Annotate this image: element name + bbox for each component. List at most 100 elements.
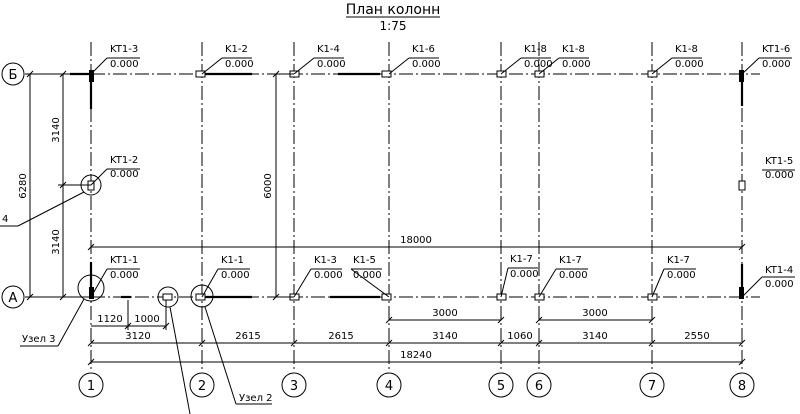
mark-kt1-3: KT1-3 0.000: [90, 44, 140, 75]
svg-text:0.000: 0.000: [317, 59, 346, 70]
dim-18000-group: 18000: [87, 235, 746, 251]
svg-text:3: 3: [290, 379, 298, 394]
svg-text:KT1-1: KT1-1: [110, 255, 138, 266]
svg-text:0.000: 0.000: [412, 59, 441, 70]
svg-text:0.000: 0.000: [562, 59, 591, 70]
mark-k1-6: K1-6 0.000: [388, 44, 441, 75]
dim-1120: 1120: [97, 314, 122, 325]
dim-bottom-2: 2615: [235, 331, 260, 342]
dim-bottom-1: 3120: [125, 331, 150, 342]
mark-k1-1: K1-1 0.000: [201, 255, 250, 298]
svg-text:K1-8: K1-8: [675, 44, 698, 55]
svg-text:K1-2: K1-2: [225, 44, 248, 55]
dim-total-18240: 18240: [400, 350, 432, 361]
svg-text:Б: Б: [9, 68, 18, 83]
mark-kt1-6: KT1-60.000: [741, 44, 792, 75]
dim-bottom-4: 3140: [432, 331, 457, 342]
dim-18000: 18000: [400, 235, 432, 246]
svg-text:6: 6: [535, 379, 543, 394]
svg-text:0.000: 0.000: [110, 270, 139, 281]
dim-1000: 1000: [134, 314, 159, 325]
dim-bottom-5: 1060: [507, 331, 532, 342]
node-callouts: 4 Узел 3 Узел 2: [0, 174, 273, 414]
svg-text:K1-7: K1-7: [510, 254, 533, 265]
callout-circle-4: [80, 174, 102, 196]
mark-k1-2: K1-2 0.000: [201, 44, 254, 75]
left-dimensions: 6280 3140 3140: [18, 70, 91, 301]
svg-text:0.000: 0.000: [510, 269, 539, 280]
mark-kt1-2: KT1-2 0.000: [90, 155, 140, 186]
structural-members: [70, 70, 746, 301]
vertical-axes: [90, 42, 743, 372]
col-bubble-5: 5: [488, 372, 514, 398]
svg-text:8: 8: [738, 379, 746, 394]
col-bubble-1: 1: [78, 372, 104, 398]
svg-text:0.000: 0.000: [221, 270, 250, 281]
svg-text:1: 1: [87, 379, 95, 394]
svg-text:KT1-4: KT1-4: [765, 265, 793, 276]
dim-bottom-6: 3140: [582, 331, 607, 342]
svg-text:KT1-6: KT1-6: [762, 44, 790, 55]
svg-text:0.000: 0.000: [675, 59, 704, 70]
svg-text:7: 7: [648, 379, 656, 394]
mark-k1-8-col7: K1-8 0.000: [651, 44, 704, 75]
mark-k1-7-col7: K1-7 0.000: [651, 255, 696, 298]
dim-3140-lower: 3140: [51, 229, 62, 254]
svg-text:K1-7: K1-7: [667, 255, 690, 266]
svg-text:KT1-5: KT1-5: [765, 156, 793, 167]
col-bubble-2: 2: [189, 372, 215, 398]
svg-text:K1-1: K1-1: [221, 255, 244, 266]
callout-node2-label: Узел 2: [239, 393, 273, 404]
svg-text:0.000: 0.000: [353, 270, 382, 281]
svg-text:KT1-2: KT1-2: [110, 155, 138, 166]
col-bubble-3: 3: [281, 372, 307, 398]
svg-text:K1-8: K1-8: [524, 44, 547, 55]
mark-k1-3: K1-30.000: [293, 255, 343, 298]
col-bubble-7: 7: [639, 372, 665, 398]
callout-circle-left: [157, 286, 179, 308]
svg-text:А: А: [9, 291, 18, 306]
svg-text:0.000: 0.000: [765, 170, 794, 181]
svg-text:4: 4: [385, 379, 393, 394]
svg-text:K1-4: K1-4: [317, 44, 340, 55]
dim-3000-right: 3000: [582, 308, 607, 319]
svg-text:0.000: 0.000: [225, 59, 254, 70]
mark-k1-7-col5: K1-7 0.000: [500, 254, 539, 298]
dim-6000-group: 6000: [263, 70, 294, 301]
mark-kt1-1: KT1-1 0.000: [90, 255, 140, 298]
callout-4-label: 4: [2, 214, 8, 225]
plan-title: План колонн: [346, 2, 441, 18]
svg-text:2: 2: [198, 379, 206, 394]
col-bubble-6: 6: [526, 372, 552, 398]
svg-text:0.000: 0.000: [110, 59, 139, 70]
mark-kt1-4: KT1-4 0.000: [741, 265, 795, 298]
svg-text:0.000: 0.000: [110, 169, 139, 180]
dim-6280: 6280: [18, 173, 29, 198]
callout-node3-label: Узел 3: [22, 334, 56, 345]
mark-k1-7-col6: K1-70.000: [538, 255, 588, 298]
callout-circle-node3: [77, 274, 105, 302]
dim-small-groups: 1120 1000: [91, 300, 170, 330]
svg-text:0.000: 0.000: [765, 279, 794, 290]
dim-3140-upper: 3140: [51, 117, 62, 142]
svg-text:K1-6: K1-6: [412, 44, 435, 55]
mark-k1-8-col5: K1-8 0.000: [500, 44, 553, 75]
dim-6000: 6000: [263, 173, 274, 198]
callout-circle-node2: [190, 284, 214, 308]
svg-text:KT1-3: KT1-3: [110, 44, 138, 55]
mark-k1-5: K1-5 0.000: [350, 255, 390, 298]
svg-text:0.000: 0.000: [667, 270, 696, 281]
svg-text:0.000: 0.000: [524, 59, 553, 70]
mark-k1-8-col6: K1-8 0.000: [538, 44, 591, 75]
svg-text:0.000: 0.000: [559, 270, 588, 281]
row-bubble-b: Б: [1, 62, 25, 86]
svg-text:K1-3: K1-3: [314, 255, 337, 266]
col-bubble-8: 8: [729, 372, 755, 398]
row-bubble-a: А: [1, 285, 25, 309]
dim-bottom-7: 2550: [684, 331, 709, 342]
svg-text:K1-8: K1-8: [562, 44, 585, 55]
mark-k1-4: K1-4 0.000: [293, 44, 346, 75]
svg-text:K1-5: K1-5: [353, 255, 376, 266]
svg-text:5: 5: [497, 379, 505, 394]
